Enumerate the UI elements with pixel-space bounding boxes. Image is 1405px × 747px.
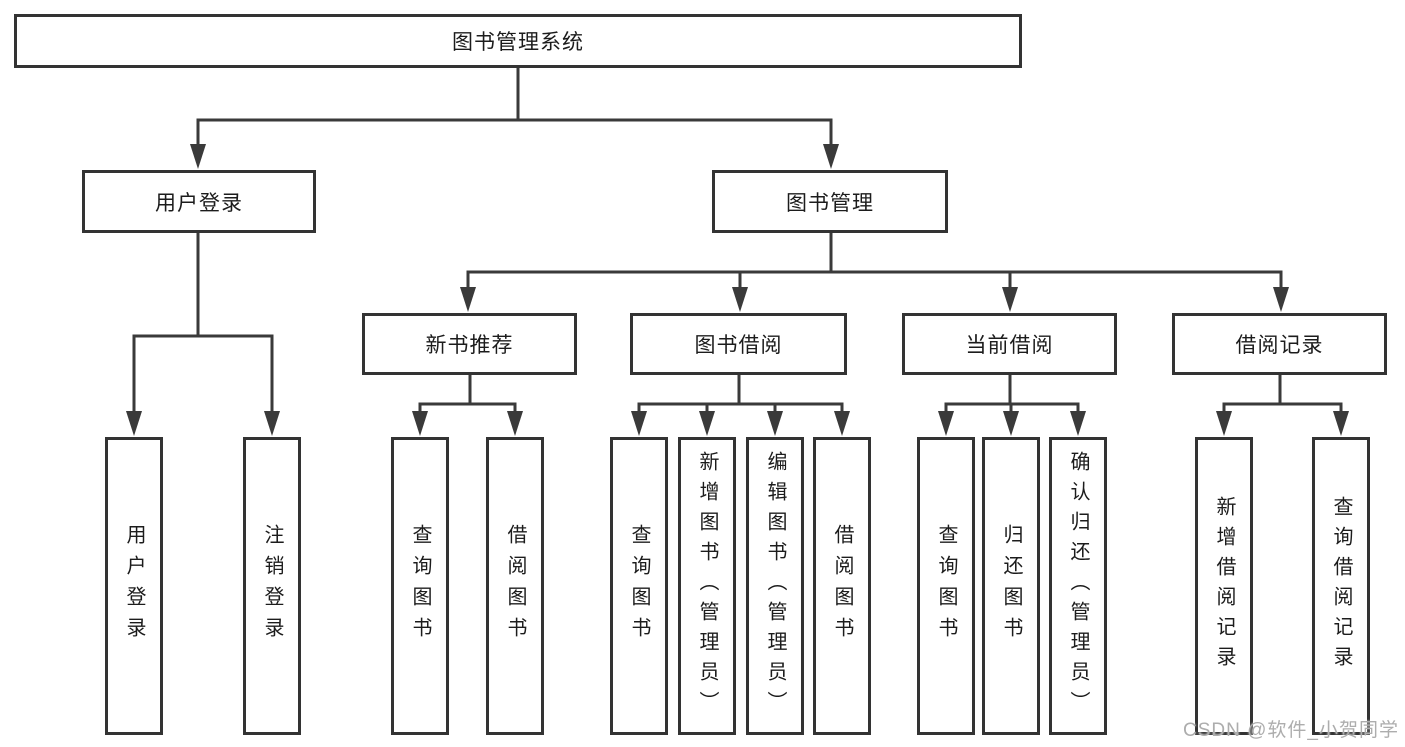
node-user-login-label: 用户登录 [155,191,243,215]
leaf-logout-label: 注销登录 [261,524,283,648]
leaf-add-borrow-record-label: 新增借阅记录 [1213,496,1235,676]
node-library-system-label: 图书管理系统 [452,31,584,54]
leaf-borrow-books-borrowing: 借阅图书 [813,437,871,735]
leaf-query-books-current: 查询图书 [917,437,975,735]
node-user-login: 用户登录 [82,170,316,233]
leaf-logout: 注销登录 [243,437,301,735]
leaf-query-books-current-label: 查询图书 [935,524,957,648]
node-borrowing-records: 借阅记录 [1172,313,1387,375]
node-new-book-recommend: 新书推荐 [362,313,577,375]
leaf-query-books-recommend: 查询图书 [391,437,449,735]
node-new-book-recommend-label: 新书推荐 [425,334,514,357]
leaf-edit-book-admin: 编辑图书（管理员） [746,437,804,735]
leaf-query-books-recommend-label: 查询图书 [409,524,431,648]
node-borrowing-records-label: 借阅记录 [1235,334,1324,357]
leaf-add-borrow-record: 新增借阅记录 [1195,437,1253,735]
leaf-user-login-label: 用户登录 [123,524,145,648]
leaf-return-book: 归还图书 [982,437,1040,735]
node-book-borrowing-label: 图书借阅 [694,334,783,357]
leaf-query-books-borrowing-label: 查询图书 [628,524,650,648]
node-current-borrowing: 当前借阅 [902,313,1117,375]
leaf-edit-book-admin-label: 编辑图书（管理员） [764,451,786,721]
node-current-borrowing-label: 当前借阅 [965,334,1054,357]
leaf-return-book-label: 归还图书 [1000,524,1022,648]
node-library-system: 图书管理系统 [14,14,1022,68]
node-book-management: 图书管理 [712,170,948,233]
node-book-borrowing: 图书借阅 [630,313,847,375]
leaf-query-borrow-record: 查询借阅记录 [1312,437,1370,735]
leaf-query-books-borrowing: 查询图书 [610,437,668,735]
leaf-add-book-admin: 新增图书（管理员） [678,437,736,735]
node-book-management-label: 图书管理 [786,191,874,215]
leaf-confirm-return-admin-label: 确认归还（管理员） [1067,451,1089,721]
leaf-borrow-books-borrowing-label: 借阅图书 [831,524,853,648]
leaf-borrow-books-recommend-label: 借阅图书 [504,524,526,648]
leaf-user-login: 用户登录 [105,437,163,735]
leaf-confirm-return-admin: 确认归还（管理员） [1049,437,1107,735]
leaf-borrow-books-recommend: 借阅图书 [486,437,544,735]
leaf-query-borrow-record-label: 查询借阅记录 [1330,496,1352,676]
leaf-add-book-admin-label: 新增图书（管理员） [696,451,718,721]
watermark-text: CSDN @软件_小贺同学 [1183,720,1399,741]
